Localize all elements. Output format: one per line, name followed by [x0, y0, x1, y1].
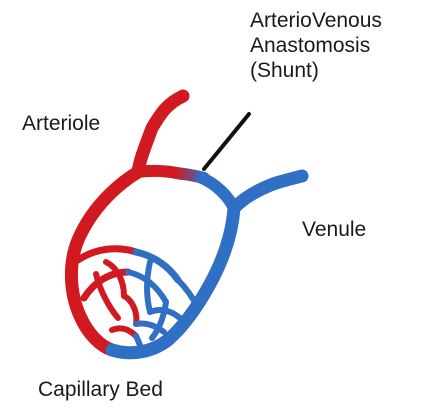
shunt-to-junction	[202, 178, 234, 208]
shunt-pointer-line	[204, 114, 249, 169]
arteriole-label: Arteriole	[22, 111, 100, 136]
capillary-blue-6	[178, 280, 198, 308]
venule-label: Venule	[302, 217, 366, 242]
shunt-label-line-3: (Shunt)	[250, 58, 382, 83]
capillary-bed-label: Capillary Bed	[38, 377, 163, 402]
capillary-red-6	[112, 328, 136, 336]
shunt-label: ArterioVenous Anastomosis (Shunt)	[250, 8, 382, 83]
venule-vessel	[112, 176, 302, 354]
venule-outflow	[234, 176, 302, 208]
capillary-red-5	[124, 296, 136, 324]
shunt-label-line-2: Anastomosis	[250, 33, 382, 58]
shunt-label-line-1: ArterioVenous	[250, 8, 382, 33]
capillary-blue-3	[147, 262, 150, 312]
arteriole-upper-branch	[138, 96, 183, 172]
capillary-red-1	[78, 249, 136, 260]
